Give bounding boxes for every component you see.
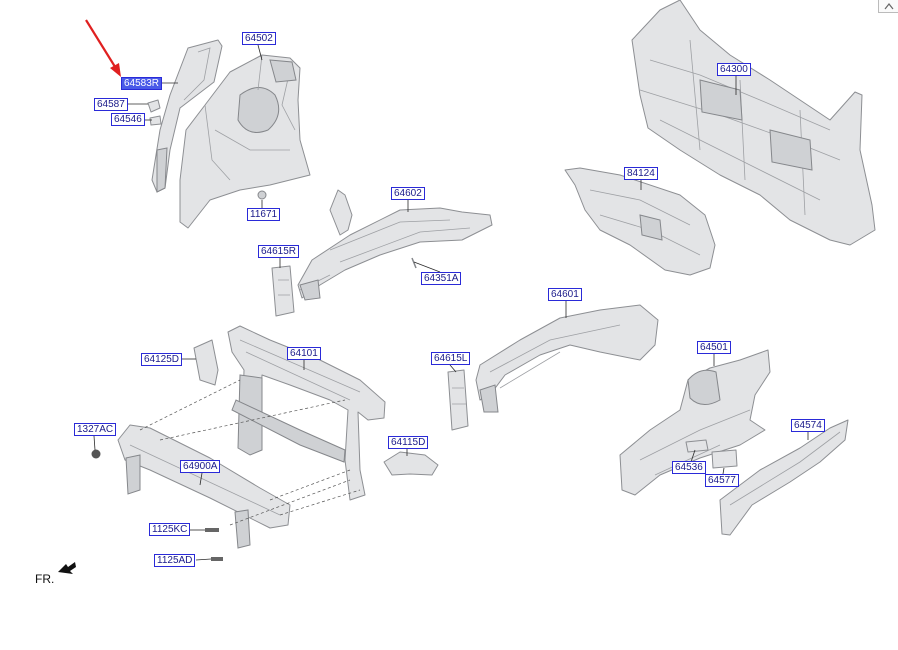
part-64900A [117,424,291,549]
callout-1125KC[interactable]: 1125KC [149,523,191,536]
part-64583R [151,39,223,193]
part-64601 [475,304,659,413]
part-64101 [227,325,386,501]
callout-64602[interactable]: 64602 [391,187,425,200]
bolt-1125KC-icon [205,528,219,532]
callout-64546[interactable]: 64546 [111,113,145,126]
callout-64900A[interactable]: 64900A [180,460,221,473]
callout-64536[interactable]: 64536 [672,461,706,474]
callout-64300[interactable]: 64300 [717,63,751,76]
callout-1327AC[interactable]: 1327AC [74,423,117,436]
front-direction-label: FR. [35,572,55,586]
front-arrow-icon [58,562,76,574]
callout-64502[interactable]: 64502 [242,32,276,45]
part-64577 [711,449,738,469]
callout-64615L[interactable]: 64615L [431,352,471,365]
part-64574 [719,419,849,536]
part-64502 [179,54,311,229]
callout-64101[interactable]: 64101 [287,347,321,360]
part-64546 [149,115,162,126]
callout-64115D[interactable]: 64115D [388,436,429,449]
pointer-arrow-icon [85,19,121,77]
callout-64574[interactable]: 64574 [791,419,825,432]
callout-64125D[interactable]: 64125D [141,353,183,366]
assembly-lines [139,379,361,526]
part-64115D [383,451,439,476]
part-64602 [297,189,493,301]
callout-84124[interactable]: 84124 [624,167,658,180]
part-64125D [193,339,219,386]
leader-lines [93,44,809,561]
expand-button[interactable] [878,0,898,13]
part-84124 [564,167,716,276]
part-64300 [631,0,876,246]
part-64351A [411,257,417,269]
callout-11671[interactable]: 11671 [247,208,281,221]
callout-64351A[interactable]: 64351A [421,272,462,285]
callout-64615R[interactable]: 64615R [258,245,300,258]
callout-64577[interactable]: 64577 [705,474,739,487]
callout-64583R[interactable]: 64583R [121,77,163,90]
part-64615L [447,369,469,431]
callout-64587[interactable]: 64587 [94,98,128,111]
callout-1125AD[interactable]: 1125AD [154,554,196,567]
part-11671 [257,190,267,200]
expand-icon [884,3,894,10]
part-64501 [619,349,771,496]
part-64615R [271,265,295,317]
part-64536 [685,439,709,453]
part-64587 [147,99,161,113]
bolt-1125AD-icon [211,557,223,561]
bolt-1327AC-icon [91,449,101,459]
callout-64501[interactable]: 64501 [697,341,731,354]
callout-64601[interactable]: 64601 [548,288,582,301]
